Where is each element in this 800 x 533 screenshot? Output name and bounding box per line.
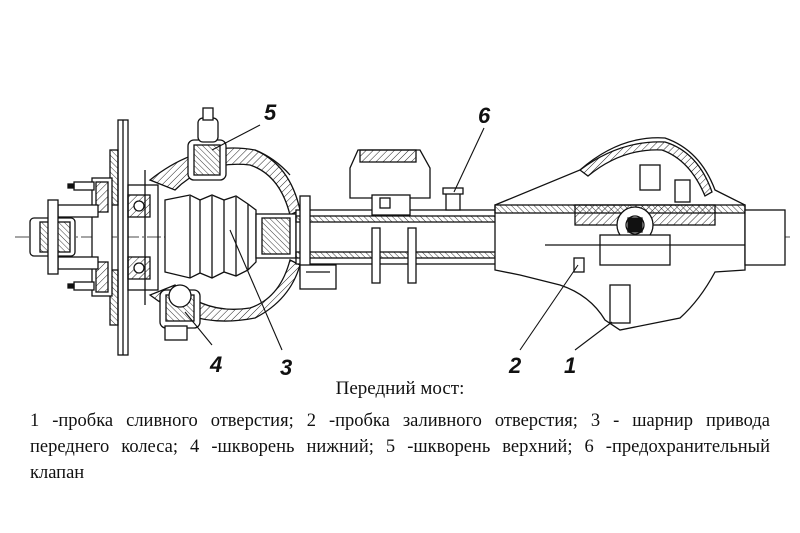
- wheel-hub: [29, 119, 159, 356]
- cv-joint-boot: [164, 194, 297, 279]
- callout-4: 4: [210, 352, 223, 377]
- callout-3: 3: [280, 355, 293, 380]
- legend-text: 1 -пробка сливного отверстия; 2 -пробка …: [30, 411, 770, 483]
- breather-valve: [442, 187, 464, 211]
- callout-5: 5: [264, 100, 277, 125]
- differential-housing: [494, 137, 786, 331]
- axle-tube: [295, 195, 497, 277]
- caption-title: Передний мост:: [335, 378, 465, 399]
- callout-1: 1: [564, 353, 577, 378]
- callout-2: 2: [509, 353, 522, 378]
- callout-6: 6: [478, 103, 491, 128]
- leader-lines: [184, 124, 613, 351]
- spring-bracket: [299, 149, 431, 290]
- front-axle-drawing: [15, 107, 790, 356]
